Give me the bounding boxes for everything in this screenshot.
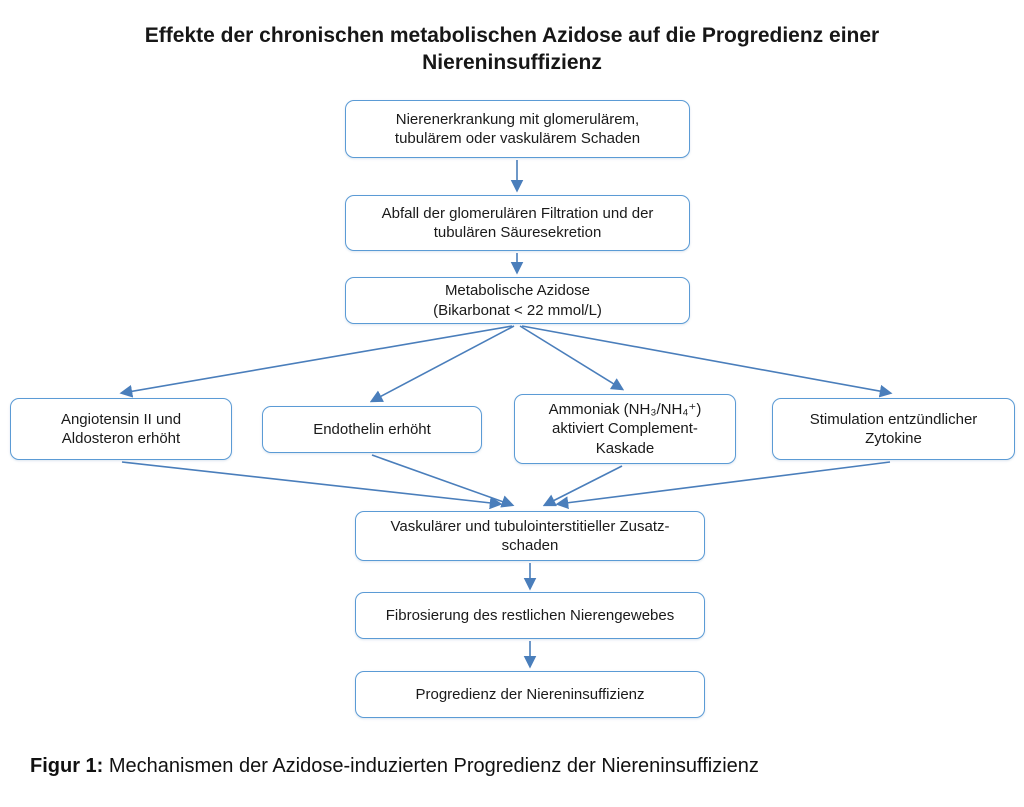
figure-caption-text: Mechanismen der Azidose-induzierten Prog… bbox=[103, 755, 759, 777]
arrow-cytokines-damage bbox=[555, 461, 891, 510]
node-progredienz: Progredienz der Niereninsuffizienz bbox=[355, 671, 705, 718]
diagram-title: Effekte der chronischen metabolischen Az… bbox=[144, 24, 880, 75]
arrow-endothelin-damage bbox=[371, 454, 515, 508]
node-angiotensin-aldosteron: Angiotensin II und Aldosteron erhöht bbox=[10, 398, 232, 460]
arrow-angiotensin-damage bbox=[121, 461, 503, 510]
node-endothelin: Endothelin erhöht bbox=[262, 406, 482, 453]
arrow-acidosis-endothelin bbox=[369, 325, 515, 403]
node-zytokine: Stimulation entzündlicher Zytokine bbox=[772, 398, 1015, 460]
arrow-acidosis-angiotensin bbox=[119, 325, 513, 398]
figure-caption-label: Figur 1: bbox=[30, 755, 104, 777]
node-metabolische-azidose: Metabolische Azidose (Bikarbonat < 22 mm… bbox=[345, 277, 690, 324]
arrow-acidosis-ammonia bbox=[519, 325, 625, 391]
arrow-ammonia-damage bbox=[542, 465, 623, 507]
node-fibrosierung: Fibrosierung des restlichen Nierengewebe… bbox=[355, 592, 705, 639]
node-filtration-abfall: Abfall der glomerulären Filtration und d… bbox=[345, 195, 690, 251]
node-nierenerkrankung: Nierenerkrankung mit glomerulärem, tubul… bbox=[345, 100, 690, 158]
node-zusatzschaden: Vaskulärer und tubulointerstitieller Zus… bbox=[355, 511, 705, 561]
arrow-acidosis-cytokines bbox=[521, 325, 893, 398]
figure-caption: Figur 1: Mechanismen der Azidose-induzie… bbox=[30, 755, 759, 778]
node-ammoniak-complement: Ammoniak (NH₃/NH₄⁺) aktiviert Complement… bbox=[514, 394, 736, 464]
